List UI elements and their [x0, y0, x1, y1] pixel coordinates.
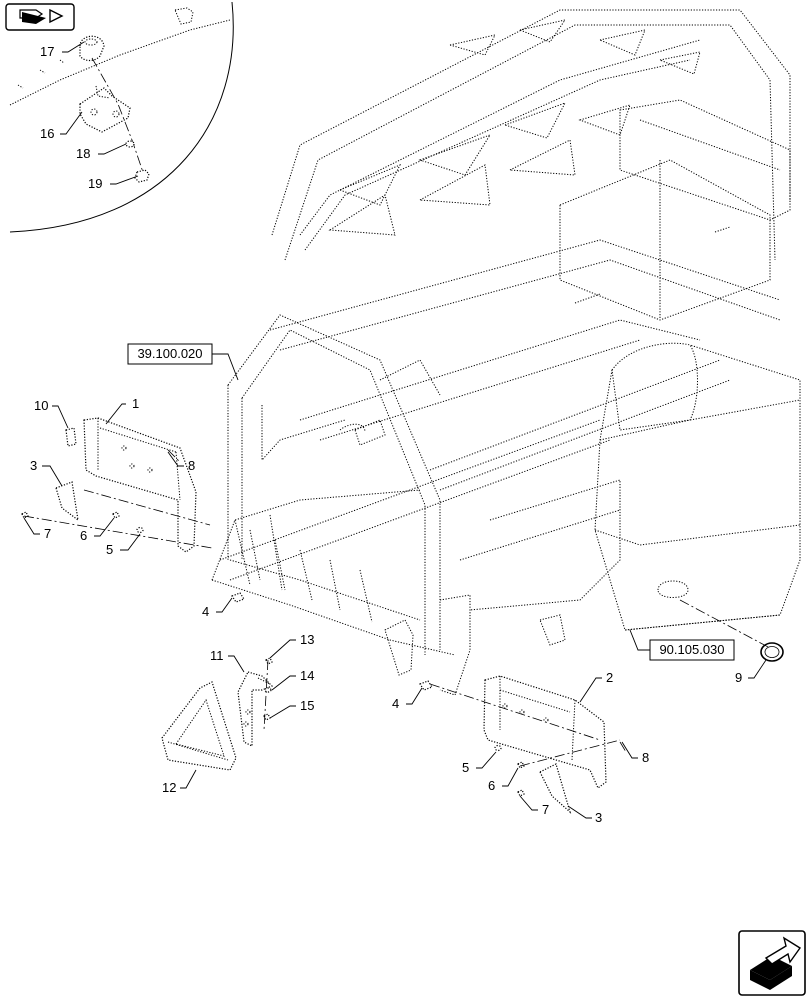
- washer-part-18: [125, 140, 135, 148]
- callout-3-left: 3: [30, 458, 37, 473]
- side-plate-part-1: [83, 417, 197, 553]
- callout-12: 12: [162, 780, 176, 795]
- callout-2: 2: [606, 670, 613, 685]
- callout-4-right: 4: [392, 696, 399, 711]
- ref-label-39-100-020: 39.100.020: [137, 346, 202, 361]
- plug-part-17: [79, 35, 105, 62]
- smv-sign-part-12: [161, 681, 237, 771]
- ref-label-90-105-030: 90.105.030: [659, 642, 724, 657]
- callout-8-right: 8: [642, 750, 649, 765]
- bracket-part-11: [237, 671, 274, 747]
- callout-16: 16: [40, 126, 54, 141]
- callout-5-left: 5: [106, 542, 113, 557]
- next-page-arrow-icon[interactable]: [738, 930, 806, 996]
- callout-19: 19: [88, 176, 102, 191]
- book-arrow-icon[interactable]: [5, 3, 75, 31]
- callout-18: 18: [76, 146, 90, 161]
- callout-4-left: 4: [202, 604, 209, 619]
- label-part-10: [65, 427, 77, 447]
- callouts: 1 2 3 3 4 4 5 5 6 6 7 7 8 8 9 10 11: [23, 41, 767, 825]
- callout-3-right: 3: [595, 810, 602, 825]
- bracket-part-16: [79, 85, 131, 133]
- ref-box-90-105-030[interactable]: 90.105.030: [629, 629, 735, 661]
- reflector-part-3-left: [55, 481, 79, 522]
- callout-1: 1: [132, 396, 139, 411]
- hardware-bolts: [21, 511, 525, 797]
- callout-10: 10: [34, 398, 48, 413]
- grommet-part-9: [760, 642, 784, 662]
- callout-11: 11: [210, 648, 224, 663]
- callout-5-right: 5: [462, 760, 469, 775]
- callout-14: 14: [300, 668, 314, 683]
- ref-box-39-100-020[interactable]: 39.100.020: [127, 343, 239, 381]
- callout-9: 9: [735, 670, 742, 685]
- reflector-part-3-right: [539, 763, 572, 814]
- callout-6-right: 6: [488, 778, 495, 793]
- callout-8-left: 8: [188, 458, 195, 473]
- nut-part-19: [134, 169, 150, 183]
- detail-inset: [9, 1, 234, 233]
- machine-frame: [211, 9, 801, 696]
- callout-17: 17: [40, 44, 54, 59]
- callout-13: 13: [300, 632, 314, 647]
- callout-7-left: 7: [44, 526, 51, 541]
- callout-6-left: 6: [80, 528, 87, 543]
- callout-15: 15: [300, 698, 314, 713]
- callout-7-right: 7: [542, 802, 549, 817]
